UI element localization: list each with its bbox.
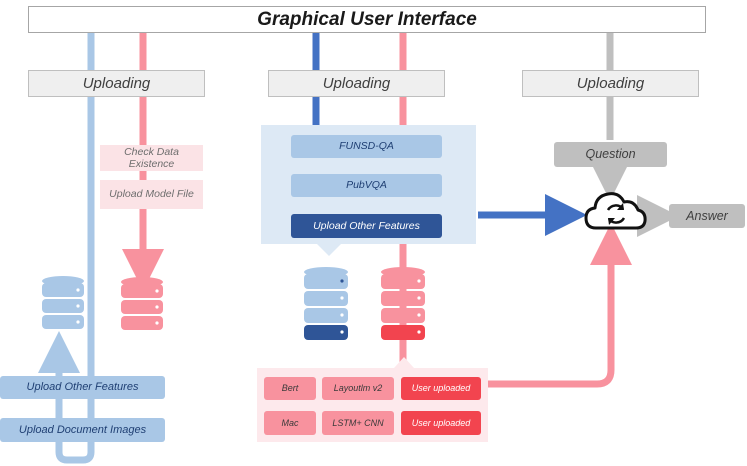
page-title: Graphical User Interface <box>28 6 706 33</box>
left-uploading-header: Uploading <box>28 70 205 97</box>
upload-model-file-step: Upload Model File <box>100 180 203 209</box>
model-user-uploaded-2[interactable]: User uploaded <box>401 411 481 435</box>
answer-box: Answer <box>669 204 745 228</box>
check-data-existence-step: Check Data Existence <box>100 145 203 171</box>
model-bert[interactable]: Bert <box>264 377 316 400</box>
question-box[interactable]: Question <box>554 142 667 167</box>
database-icon <box>304 267 348 340</box>
right-uploading-header: Uploading <box>522 70 699 97</box>
pubvqa-dataset-button[interactable]: PubVQA <box>291 174 442 197</box>
model-user-uploaded[interactable]: User uploaded <box>401 377 481 400</box>
upload-document-images-button[interactable]: Upload Document Images <box>0 418 165 442</box>
models-to-cloud-arrow <box>484 223 632 388</box>
model-mac[interactable]: Mac <box>264 411 316 435</box>
model-layoutlm-v2[interactable]: Layoutlm v2 <box>322 377 394 400</box>
funsd-qa-dataset-button[interactable]: FUNSD-QA <box>291 135 442 158</box>
model-lstm-cnn[interactable]: LSTM+ CNN <box>322 411 394 435</box>
upload-other-features-dataset-button[interactable]: Upload Other Features <box>291 214 442 238</box>
database-icon <box>381 267 425 340</box>
left-blue-connector <box>38 33 95 464</box>
center-uploading-header: Uploading <box>268 70 445 97</box>
database-icon <box>121 277 163 330</box>
database-icon <box>42 276 84 329</box>
upload-other-features-button[interactable]: Upload Other Features <box>0 376 165 399</box>
cloud-sync-icon <box>584 192 647 230</box>
